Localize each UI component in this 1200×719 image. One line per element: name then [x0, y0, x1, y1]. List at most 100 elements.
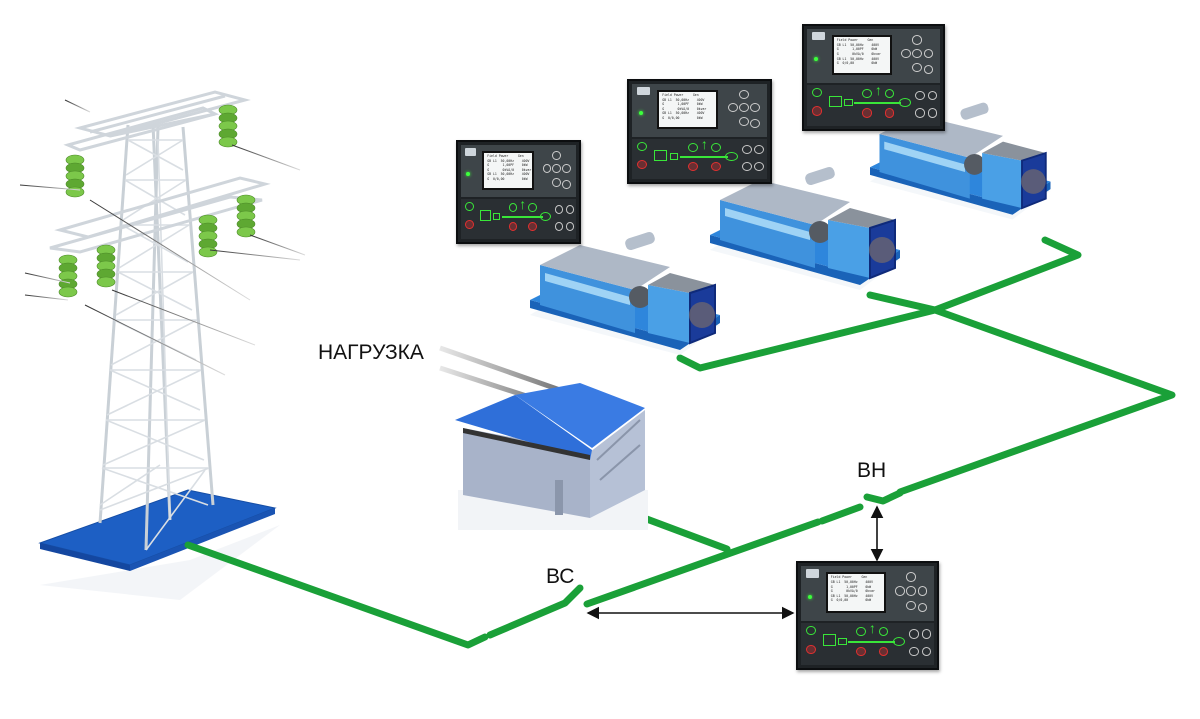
mode-auto-button[interactable] — [741, 144, 752, 154]
nav-button-ok[interactable] — [912, 48, 923, 58]
nav-button-down[interactable] — [738, 117, 749, 127]
tower-reflection — [40, 525, 280, 600]
breaker-mains-button[interactable] — [528, 203, 537, 212]
start-button[interactable] — [806, 626, 817, 636]
mode-manual-button[interactable] — [921, 629, 932, 639]
nav-button-left[interactable] — [727, 103, 738, 113]
open-mains-breaker-button[interactable] — [878, 647, 889, 657]
mode-auto-button[interactable] — [915, 90, 925, 101]
nav-button-down[interactable] — [906, 600, 917, 611]
nav-button-up[interactable] — [738, 90, 749, 100]
open-gen-breaker-button[interactable] — [688, 161, 699, 171]
breaker-mains-button[interactable] — [878, 627, 889, 637]
insulator — [198, 214, 218, 258]
nav-button-up[interactable] — [906, 572, 917, 582]
open-mains-breaker-button[interactable] — [528, 222, 537, 231]
breaker-mains-button[interactable] — [710, 142, 721, 152]
nav-button-back[interactable] — [917, 602, 928, 613]
nav-button-right[interactable] — [917, 586, 928, 596]
breaker-gen-button[interactable] — [862, 88, 873, 99]
reset-button[interactable] — [909, 647, 919, 657]
nav-button-right[interactable] — [750, 103, 761, 113]
stop-button[interactable] — [637, 159, 648, 169]
mode-manual-button[interactable] — [754, 144, 765, 154]
mains-symbol-icon — [724, 151, 738, 161]
load-arrow-icon: ↑ — [519, 196, 527, 212]
test-button[interactable] — [754, 161, 765, 171]
test-button[interactable] — [565, 222, 575, 231]
nav-button-down[interactable] — [552, 178, 561, 187]
nav-button-ok[interactable] — [552, 164, 561, 173]
mode-auto-button[interactable] — [909, 629, 919, 639]
open-mains-breaker-button[interactable] — [710, 161, 721, 171]
mode-auto-button[interactable] — [554, 205, 564, 214]
lcd-line: G 0kVA/0 0kvar — [487, 167, 532, 172]
breaker-gen-button[interactable] — [688, 142, 699, 152]
mode-manual-button[interactable] — [565, 205, 575, 214]
breaker-gen-button[interactable] — [856, 627, 867, 637]
nav-button-right[interactable] — [923, 48, 934, 58]
lcd-line: G 0/0,00 0kW — [662, 116, 703, 121]
nav-button-left[interactable] — [901, 48, 912, 58]
lcd-line: G 0kVA/0 0kvar — [662, 106, 707, 111]
nav-button-ok[interactable] — [738, 103, 749, 113]
stop-button[interactable] — [806, 644, 817, 655]
stop-button[interactable] — [465, 220, 474, 229]
lcd-line: Field Power Gen — [487, 154, 524, 158]
generator-symbol-icon — [654, 149, 668, 161]
nav-button-right[interactable] — [562, 164, 571, 173]
reset-button[interactable] — [554, 222, 564, 231]
insulators — [58, 104, 256, 298]
engine-symbol-icon — [669, 152, 679, 160]
nav-button-up[interactable] — [552, 151, 561, 160]
nav-button-left[interactable] — [542, 164, 552, 173]
lcd-line: G 1,00PF 0kW — [662, 102, 703, 107]
breaker-mains-button[interactable] — [884, 88, 895, 99]
mode-manual-button[interactable] — [927, 90, 938, 101]
lcd-line: GB L1 50,00Hz 400V — [487, 172, 530, 177]
nav-button-back[interactable] — [923, 65, 934, 75]
lcd-line: Field Power Gen — [830, 575, 868, 580]
fan-icon — [689, 302, 715, 328]
status-led — [807, 594, 812, 599]
nav-button-back[interactable] — [750, 119, 761, 129]
breaker-gen-button[interactable] — [508, 203, 518, 212]
stop-button[interactable] — [812, 106, 823, 116]
engine-cylinders — [545, 273, 630, 305]
reset-button[interactable] — [915, 108, 925, 118]
reset-button[interactable] — [741, 161, 752, 171]
nav-button-ok[interactable] — [906, 586, 917, 596]
start-button[interactable] — [812, 87, 823, 98]
load-arrow-icon: ↑ — [874, 81, 882, 98]
generator-set-2 — [710, 166, 900, 290]
breaker-vn-label: ВН — [857, 459, 887, 482]
building-roof-left — [455, 395, 592, 460]
insulator-disc — [218, 136, 238, 148]
open-gen-breaker-button[interactable] — [508, 222, 518, 231]
nav-button-back[interactable] — [562, 180, 571, 189]
test-button[interactable] — [927, 108, 938, 118]
start-button[interactable] — [465, 202, 474, 211]
brand-logo — [812, 32, 825, 41]
insulator-disc — [96, 276, 116, 288]
open-gen-breaker-button[interactable] — [856, 647, 867, 657]
nav-button-left[interactable] — [895, 586, 906, 596]
insulator-disc — [58, 286, 78, 298]
test-button[interactable] — [921, 647, 932, 657]
open-gen-breaker-button[interactable] — [862, 108, 873, 118]
generator2-feeder — [866, 291, 939, 314]
radiator-top — [648, 273, 715, 293]
engine-symbol-icon — [838, 637, 847, 645]
engine-cylinders — [884, 141, 965, 172]
generator-symbol-icon — [823, 634, 836, 646]
start-button[interactable] — [637, 141, 648, 151]
nav-button-up[interactable] — [912, 35, 923, 45]
radiator-front — [648, 285, 690, 343]
nav-button-down[interactable] — [912, 63, 923, 73]
open-mains-breaker-button[interactable] — [884, 108, 895, 118]
